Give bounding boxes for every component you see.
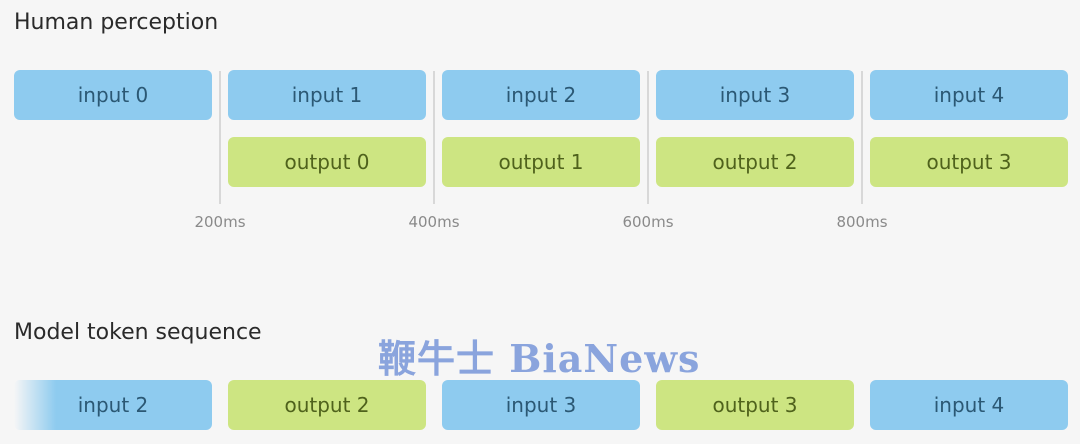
watermark-logo: 鞭牛士 BiaNews	[378, 336, 701, 381]
time-divider	[219, 71, 221, 204]
human-input-box: input 3	[656, 70, 854, 120]
human-input-box: input 1	[228, 70, 426, 120]
human-input-box: input 4	[870, 70, 1068, 120]
model-token-sequence-title: Model token sequence	[14, 320, 262, 345]
model-token-box: input 2	[14, 380, 212, 430]
model-token-box: output 3	[656, 380, 854, 430]
model-token-box: input 4	[870, 380, 1068, 430]
model-token-box: input 3	[442, 380, 640, 430]
model-token-box: output 2	[228, 380, 426, 430]
human-output-box: output 0	[228, 137, 426, 187]
human-output-box: output 2	[656, 137, 854, 187]
human-output-box: output 1	[442, 137, 640, 187]
time-tick-label: 600ms	[622, 213, 674, 231]
time-tick-label: 800ms	[836, 213, 888, 231]
time-tick-label: 200ms	[194, 213, 246, 231]
human-input-box: input 2	[442, 70, 640, 120]
human-perception-title: Human perception	[14, 10, 219, 35]
human-input-box: input 0	[14, 70, 212, 120]
time-tick-label: 400ms	[408, 213, 460, 231]
human-output-box: output 3	[870, 137, 1068, 187]
time-divider	[647, 71, 649, 204]
time-divider	[433, 71, 435, 204]
time-divider	[861, 71, 863, 204]
